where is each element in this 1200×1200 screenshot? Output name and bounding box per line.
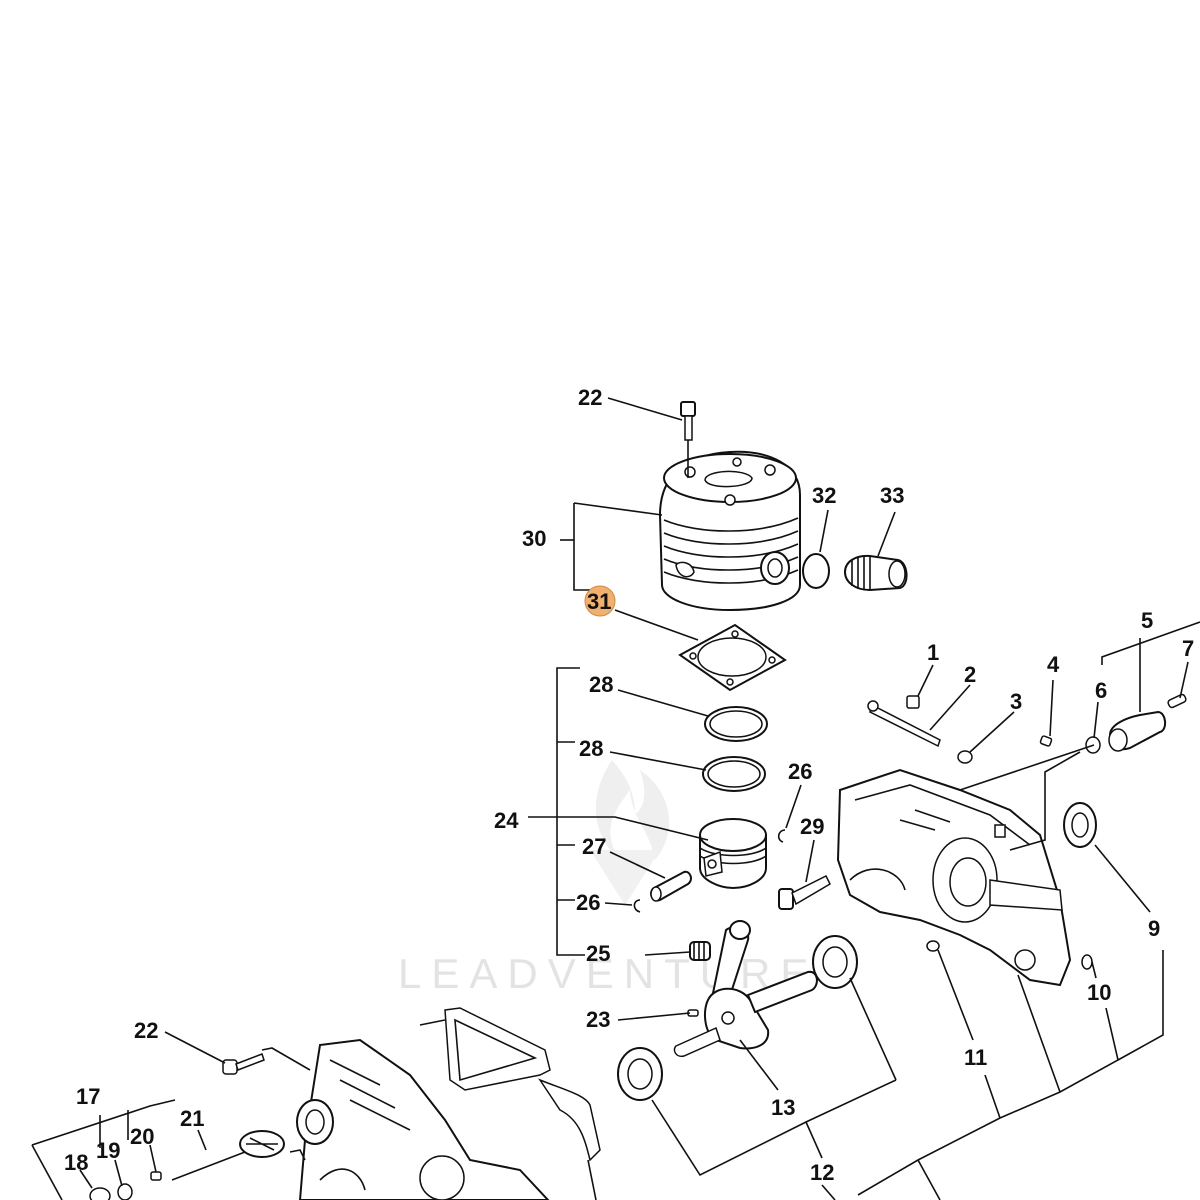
callout-1[interactable]: 1 (927, 640, 939, 665)
piston-ring-lower-part (702, 756, 766, 792)
callout-30[interactable]: 30 (522, 526, 546, 551)
callout-17[interactable]: 17 (76, 1084, 100, 1109)
callout-9[interactable]: 9 (1148, 916, 1160, 941)
circlip-left-part (633, 899, 641, 913)
callout-28-upper[interactable]: 28 (589, 672, 613, 697)
washer-19-part (117, 1183, 133, 1200)
piston-pin-part (650, 870, 692, 902)
callout-21[interactable]: 21 (180, 1106, 204, 1131)
callout-29[interactable]: 29 (800, 814, 824, 839)
screw-22-lower-part (222, 1053, 265, 1075)
cylinder-gasket-part (678, 623, 787, 692)
callout-6[interactable]: 6 (1095, 678, 1107, 703)
callout-20[interactable]: 20 (130, 1124, 154, 1149)
crankcase-left-part (296, 1038, 550, 1200)
callout-2[interactable]: 2 (964, 662, 976, 687)
callout-11[interactable]: 11 (964, 1045, 987, 1070)
head-bolt-part (680, 401, 696, 478)
callout-31[interactable]: 31 (587, 589, 611, 614)
bar-stud-2-part (867, 700, 941, 748)
cap-21-part (239, 1130, 285, 1158)
callout-27[interactable]: 27 (582, 834, 606, 859)
callout-32[interactable]: 32 (812, 483, 836, 508)
crankshaft-part (673, 920, 818, 1058)
callout-4[interactable]: 4 (1047, 652, 1060, 677)
callout-10[interactable]: 10 (1087, 980, 1111, 1005)
sleeve-5-part (1108, 710, 1166, 752)
crankcase-gasket-part (444, 1007, 551, 1091)
piston-ring-upper-part (704, 706, 768, 742)
callout-labels: 22 30 31 32 33 28 28 24 27 26 26 25 29 1… (64, 385, 1194, 1185)
callout-19[interactable]: 19 (96, 1138, 120, 1163)
ball-bearing-right-part (812, 935, 858, 989)
ring-18-part (89, 1187, 111, 1200)
ball-bearing-left-part (617, 1047, 663, 1101)
callout-5[interactable]: 5 (1141, 608, 1153, 633)
pin-11-part (926, 940, 940, 952)
screw-7-part (1167, 693, 1187, 709)
callout-25[interactable]: 25 (586, 941, 610, 966)
callout-26-right[interactable]: 26 (788, 759, 812, 784)
callout-3[interactable]: 3 (1010, 689, 1022, 714)
screw-29-part (778, 874, 831, 910)
callout-24[interactable]: 24 (494, 808, 519, 833)
piston-part (699, 818, 767, 890)
shroud-edge-part (538, 1078, 601, 1162)
o-ring-part (802, 553, 830, 589)
washer-3-part (957, 750, 973, 764)
callout-13[interactable]: 13 (771, 1095, 795, 1120)
callout-26-left[interactable]: 26 (576, 890, 600, 915)
callout-23[interactable]: 23 (586, 1007, 610, 1032)
circlip-right-part (777, 829, 786, 843)
intake-boot-part (843, 554, 908, 592)
crankcase-right-part (836, 768, 1072, 987)
oil-seal-9-part (1063, 802, 1097, 848)
nut-1-part (906, 695, 920, 709)
cylinder-part (658, 450, 801, 612)
callout-22-top[interactable]: 22 (578, 385, 602, 410)
pin-4-part (1039, 735, 1053, 747)
callout-7[interactable]: 7 (1182, 636, 1194, 661)
callout-33[interactable]: 33 (880, 483, 904, 508)
callout-22-lower[interactable]: 22 (134, 1018, 158, 1043)
callout-18[interactable]: 18 (64, 1150, 88, 1175)
needle-bearing-part (689, 941, 711, 961)
callout-12[interactable]: 12 (810, 1160, 834, 1185)
highlight-marker (584, 585, 616, 617)
pin-10-part (1081, 954, 1093, 970)
callout-28-lower[interactable]: 28 (579, 736, 603, 761)
leader-lines (31, 397, 1200, 1200)
pin-20-part (150, 1171, 162, 1181)
